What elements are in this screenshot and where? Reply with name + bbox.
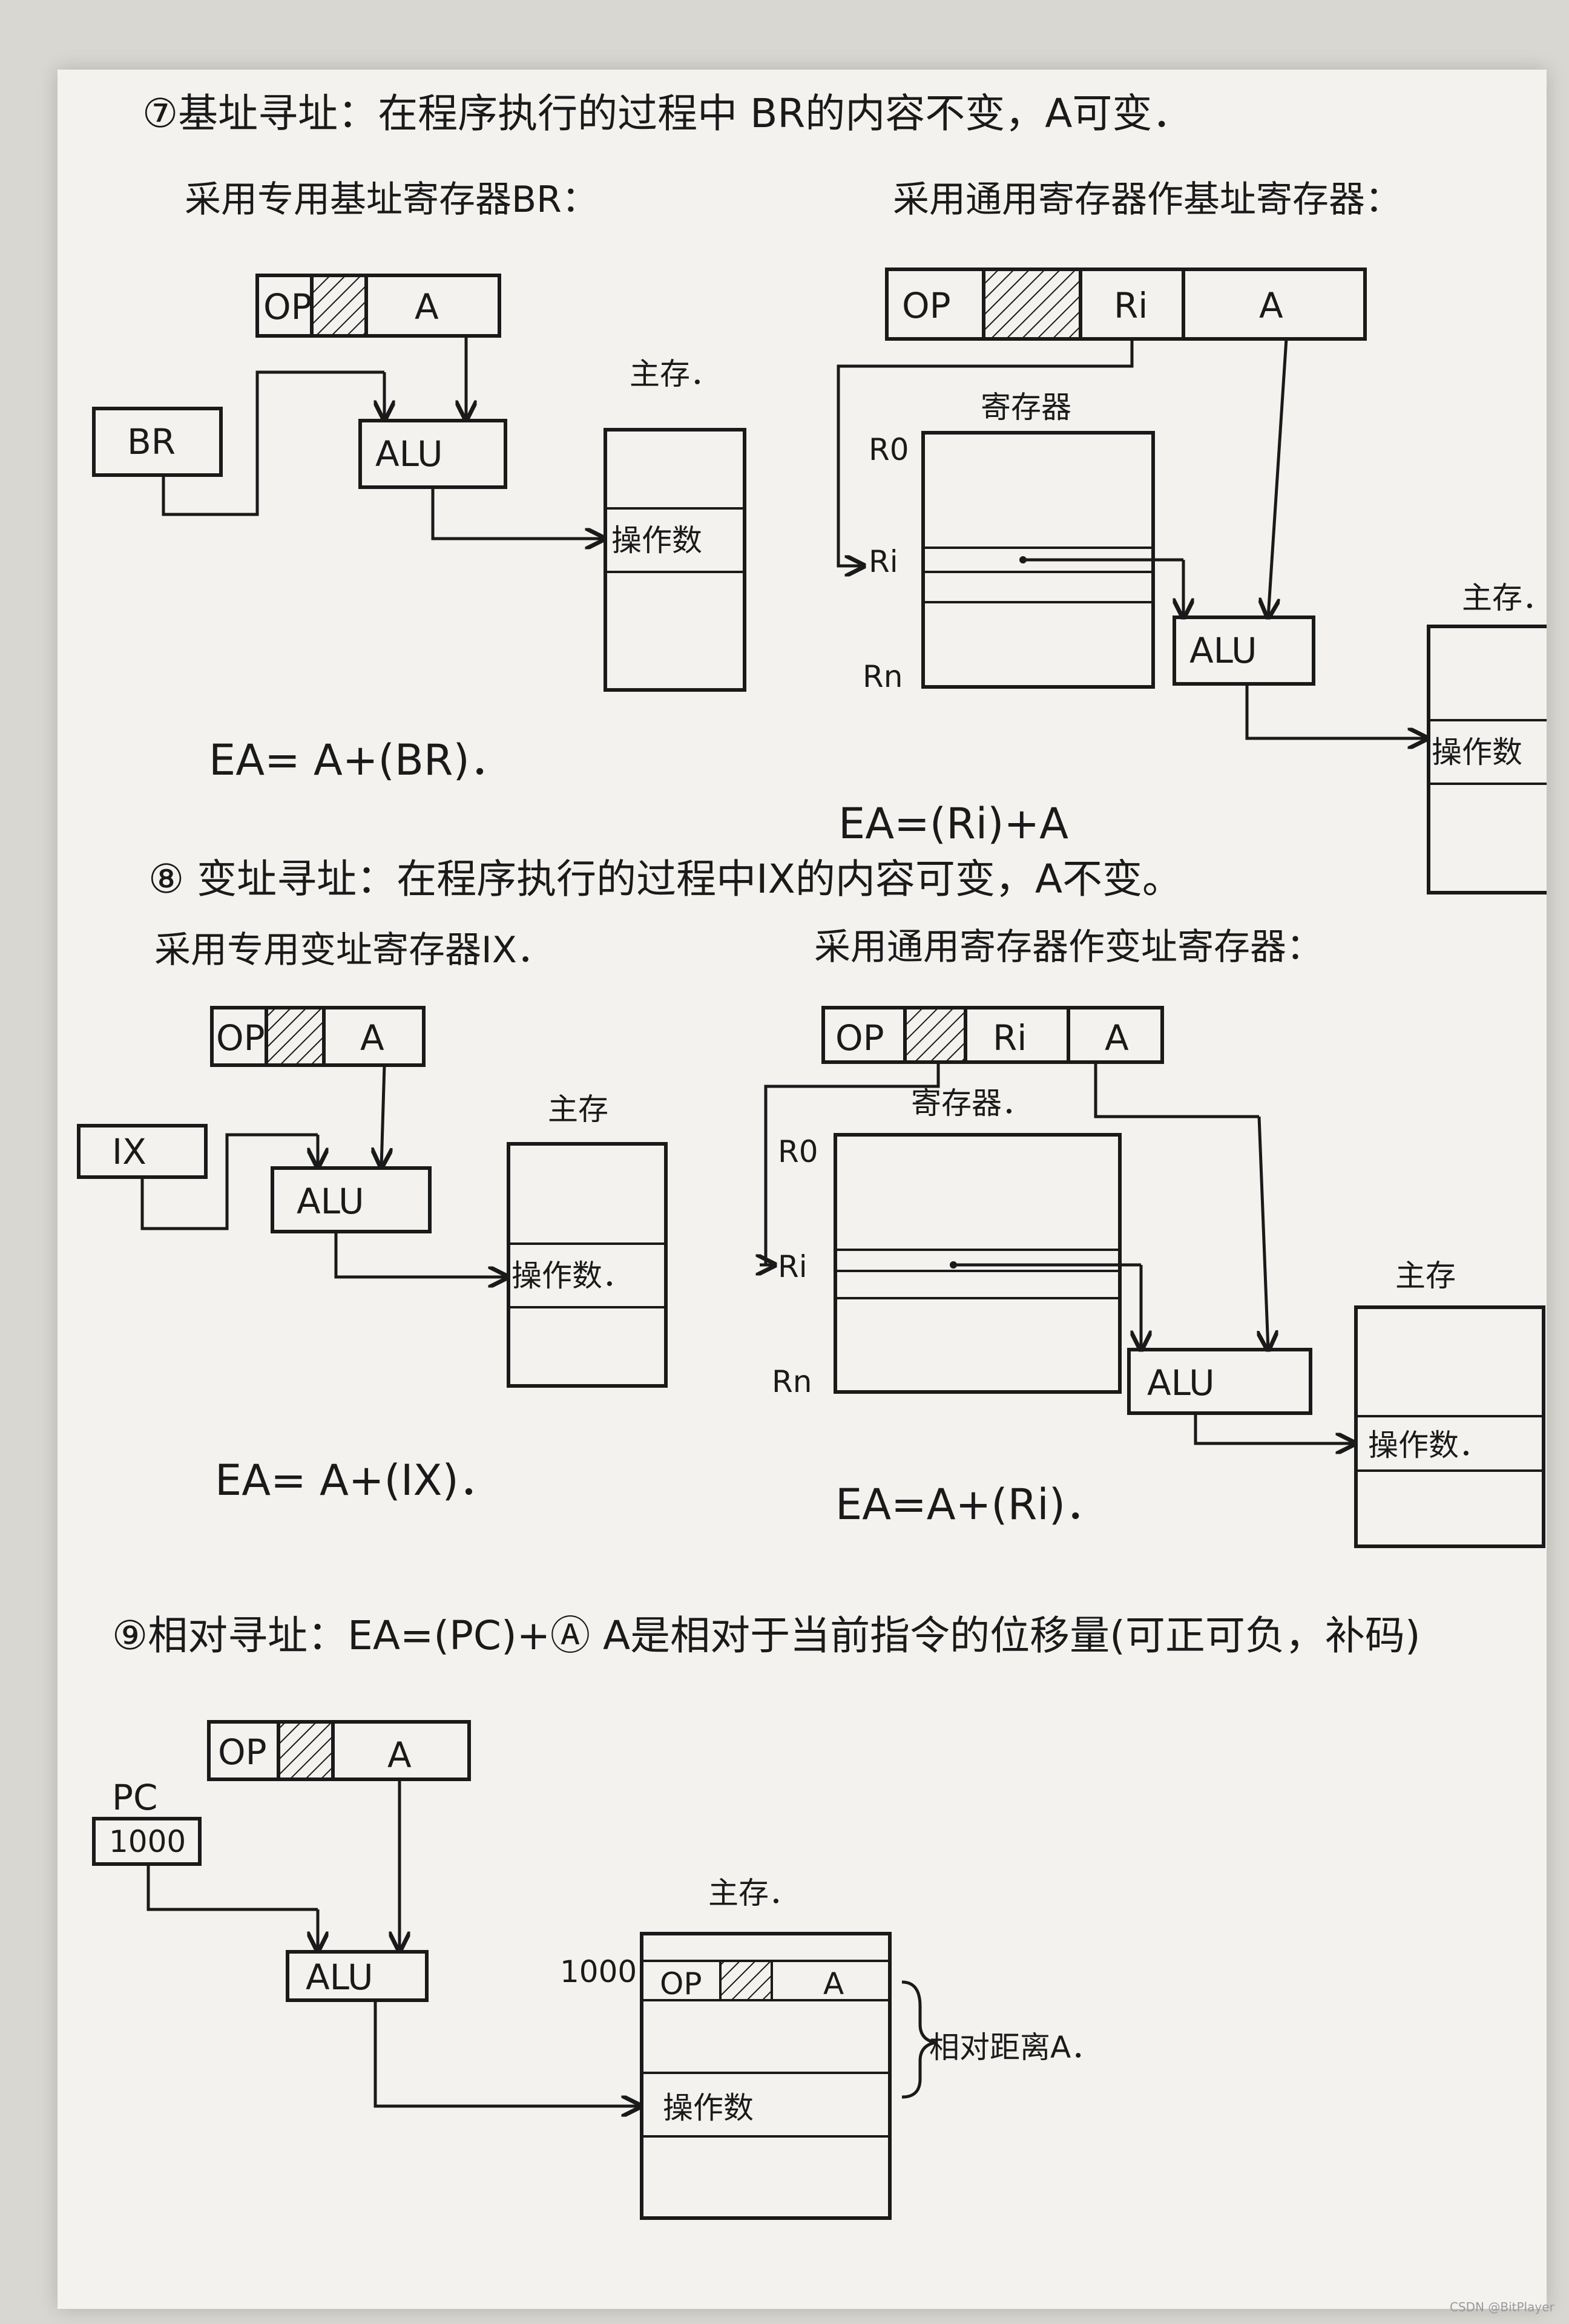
sec8-eq-right: EA=A+(Ri)． — [835, 1480, 1108, 1529]
sec8-right-op: OP — [835, 1017, 884, 1059]
sec8-left-a: A — [360, 1017, 384, 1059]
sec9-op: OP — [218, 1732, 267, 1773]
sec8-right-a: A — [1105, 1017, 1129, 1059]
sec9-instruction: OP A — [207, 1720, 471, 1781]
sec7-ri: Ri — [869, 544, 898, 579]
sec8-operand: 操作数． — [511, 1258, 633, 1293]
sec9-brace — [901, 1980, 936, 2099]
sec8-right-instruction: OP Ri A — [821, 1006, 1164, 1064]
sec9-brace-label: 相对距离A． — [929, 2030, 1101, 2065]
sec7-alu-label: ALU — [375, 433, 443, 474]
sec9-pc-value: 1000 — [109, 1824, 186, 1859]
sec8-alu-label: ALU — [297, 1181, 364, 1222]
sec7-alu-right — [1173, 615, 1315, 686]
sec7-right-instruction: OP Ri A — [885, 268, 1367, 341]
sec7-right-a: A — [1259, 285, 1283, 326]
sec7-mem-right-label: 主存． — [1462, 580, 1547, 615]
sec8-alu-right — [1127, 1348, 1312, 1415]
notebook-page: ⑦基址寻址：在程序执行的过程中 BR的内容不变，A可变． 采用专用基址寄存器BR… — [58, 70, 1547, 2309]
sec8-ri: Ri — [778, 1249, 808, 1284]
sec8-ix-label: IX — [112, 1131, 146, 1172]
sec7-left-instruction: OP A — [255, 274, 501, 338]
sec7-right-op: OP — [902, 285, 951, 326]
sec8-alu-right-label: ALU — [1147, 1362, 1215, 1403]
sec7-left-caption: 采用专用基址寄存器BR： — [185, 179, 598, 221]
sec8-right-ri: Ri — [993, 1017, 1027, 1059]
sec9-alu — [286, 1950, 429, 2002]
sec8-rn: Rn — [772, 1364, 812, 1399]
sec8-left-instruction: OP A — [210, 1006, 426, 1067]
watermark: CSDN @BitPlayer — [1450, 2300, 1554, 2314]
sec7-memory — [604, 428, 746, 692]
sec7-mem-label: 主存． — [630, 356, 720, 392]
sec8-left-op: OP — [216, 1017, 265, 1059]
sec7-eq-right: EA=(Ri)+A — [838, 799, 1068, 849]
sec7-eq-left: EA= A+(BR)． — [209, 735, 512, 785]
sec7-right-caption: 采用通用寄存器作基址寄存器： — [893, 179, 1401, 221]
sec8-mem-right-label: 主存 — [1395, 1258, 1456, 1293]
sec7-left-a: A — [415, 286, 439, 327]
sec7-br-register — [92, 407, 223, 477]
sec7-br-label: BR — [127, 421, 176, 462]
sec9-a: A — [387, 1735, 412, 1776]
sec9-mem-a: A — [823, 1966, 844, 2001]
sec7-right-ri: Ri — [1114, 285, 1148, 326]
sec7-operand: 操作数 — [611, 523, 702, 558]
sec8-mem-label: 主存 — [548, 1092, 608, 1127]
sec9-mem-op: OP — [660, 1966, 702, 2001]
sec9-addr: 1000 — [560, 1954, 637, 1989]
sec9-alu-label: ALU — [306, 1957, 373, 1998]
sec9-operand: 操作数 — [663, 2090, 754, 2125]
sec8-right-caption: 采用通用寄存器作变址寄存器： — [814, 926, 1323, 968]
sec7-r0: R0 — [869, 432, 909, 467]
sec8-regfile-label: 寄存器． — [911, 1086, 1032, 1121]
sec8-left-caption: 采用专用变址寄存器IX． — [154, 929, 553, 971]
sec9-memory — [640, 1932, 892, 2220]
sec8-memory — [507, 1142, 668, 1388]
sec7-title: ⑦基址寻址：在程序执行的过程中 BR的内容不变，A可变． — [142, 90, 1192, 137]
sec7-regfile-label: 寄存器 — [981, 390, 1071, 425]
sec7-rn: Rn — [863, 659, 903, 694]
sec9-mem-label: 主存． — [708, 1876, 799, 1911]
sec8-r0: R0 — [778, 1134, 818, 1169]
sec8-eq-left: EA= A+(IX)． — [215, 1456, 501, 1505]
sec8-operand-right: 操作数． — [1368, 1428, 1489, 1463]
sec8-alu — [271, 1166, 432, 1233]
sec7-alu-right-label: ALU — [1189, 630, 1257, 671]
sec9-pc-label: PC — [112, 1777, 157, 1818]
handwritten-notes: ⑦基址寻址：在程序执行的过程中 BR的内容不变，A可变． 采用专用基址寄存器BR… — [77, 90, 1547, 2220]
sec9-title: ⑨相对寻址：EA=(PC)+Ⓐ A是相对于当前指令的位移量(可正可负，补码) — [112, 1612, 1421, 1659]
sec7-memory-right — [1427, 625, 1547, 894]
sec8-title: ⑧ 变址寻址：在程序执行的过程中IX的内容可变，A不变。 — [148, 856, 1182, 902]
sec7-left-op: OP — [263, 286, 312, 327]
sec7-operand-right: 操作数 — [1432, 735, 1522, 770]
sec8-memory-right — [1354, 1305, 1545, 1548]
